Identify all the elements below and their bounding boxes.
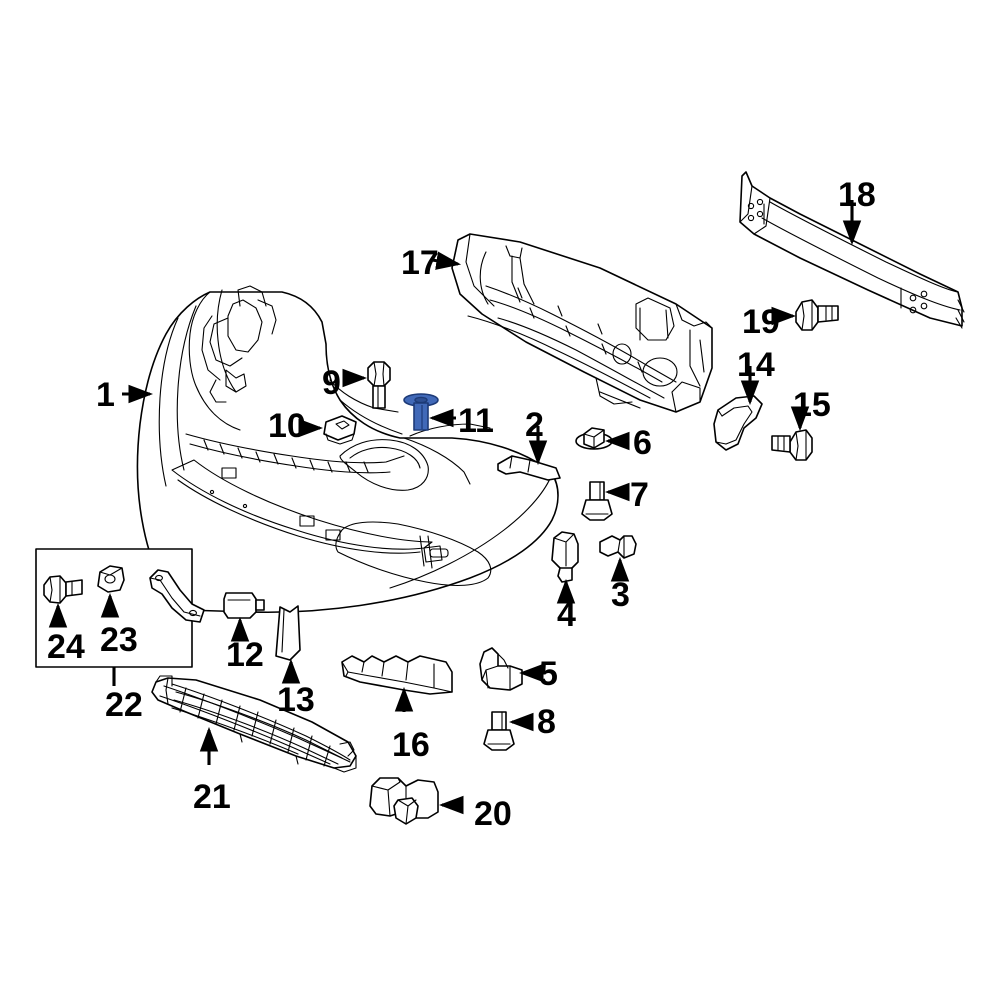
callout-label-17: 17 <box>401 244 439 282</box>
part-tow-hook-cover-bracket <box>713 395 763 451</box>
callout-label-19: 19 <box>742 303 780 341</box>
part-flange-bolt <box>581 481 613 521</box>
callout-label-7: 7 <box>630 476 649 514</box>
part-license-plate-bracket-kit <box>35 548 205 686</box>
callout-label-11: 11 <box>458 402 494 440</box>
part-reinforcement-bolt <box>795 299 839 331</box>
part-flat-head-screw-highlighted <box>403 393 439 431</box>
part-bumper-retainer-clip <box>223 592 265 619</box>
callout-label-2: 2 <box>525 406 544 444</box>
callout-label-23: 23 <box>100 621 138 659</box>
part-bumper-reinforcement-bar <box>739 171 965 329</box>
part-retainer-clip-pin <box>599 535 637 559</box>
callout-label-14: 14 <box>737 346 775 384</box>
part-front-bumper-cover <box>136 285 559 614</box>
callout-label-15: 15 <box>793 386 831 424</box>
part-plate-bracket-clip <box>97 565 125 593</box>
callout-label-24: 24 <box>47 628 85 666</box>
part-lower-support-bracket <box>341 655 453 695</box>
part-square-clip-nut <box>323 415 357 445</box>
part-hex-bolt <box>367 361 391 409</box>
part-plate-bracket-bolt <box>43 575 83 604</box>
callout-label-20: 20 <box>474 795 512 833</box>
part-side-retainer-bracket <box>551 531 579 583</box>
part-filler-panel <box>275 605 301 661</box>
callout-label-3: 3 <box>611 576 630 614</box>
plate-bracket-arm <box>149 569 205 623</box>
callout-label-16: 16 <box>392 726 430 764</box>
leader-17 <box>431 251 462 270</box>
part-lower-grille <box>151 675 357 773</box>
callout-label-1: 1 <box>96 376 115 414</box>
callout-label-13: 13 <box>277 681 315 719</box>
callout-label-5: 5 <box>539 655 558 693</box>
part-energy-absorber <box>451 233 713 413</box>
callout-label-4: 4 <box>557 596 576 634</box>
part-lower-side-bracket <box>479 647 523 691</box>
part-washer-nut <box>575 427 613 450</box>
part-parking-sensor-bracket <box>369 777 439 825</box>
callout-label-6: 6 <box>633 424 652 462</box>
callout-label-8: 8 <box>537 703 556 741</box>
part-flange-bolt-lower <box>483 711 515 751</box>
callout-label-12: 12 <box>226 636 264 674</box>
callout-label-10: 10 <box>268 407 306 445</box>
callout-label-18: 18 <box>838 176 876 214</box>
callout-label-21: 21 <box>193 778 231 816</box>
part-bumper-trim-strip <box>497 455 561 481</box>
part-hex-flange-bolt <box>771 429 813 461</box>
callout-label-22: 22 <box>105 686 143 724</box>
callout-label-9: 9 <box>322 364 341 402</box>
